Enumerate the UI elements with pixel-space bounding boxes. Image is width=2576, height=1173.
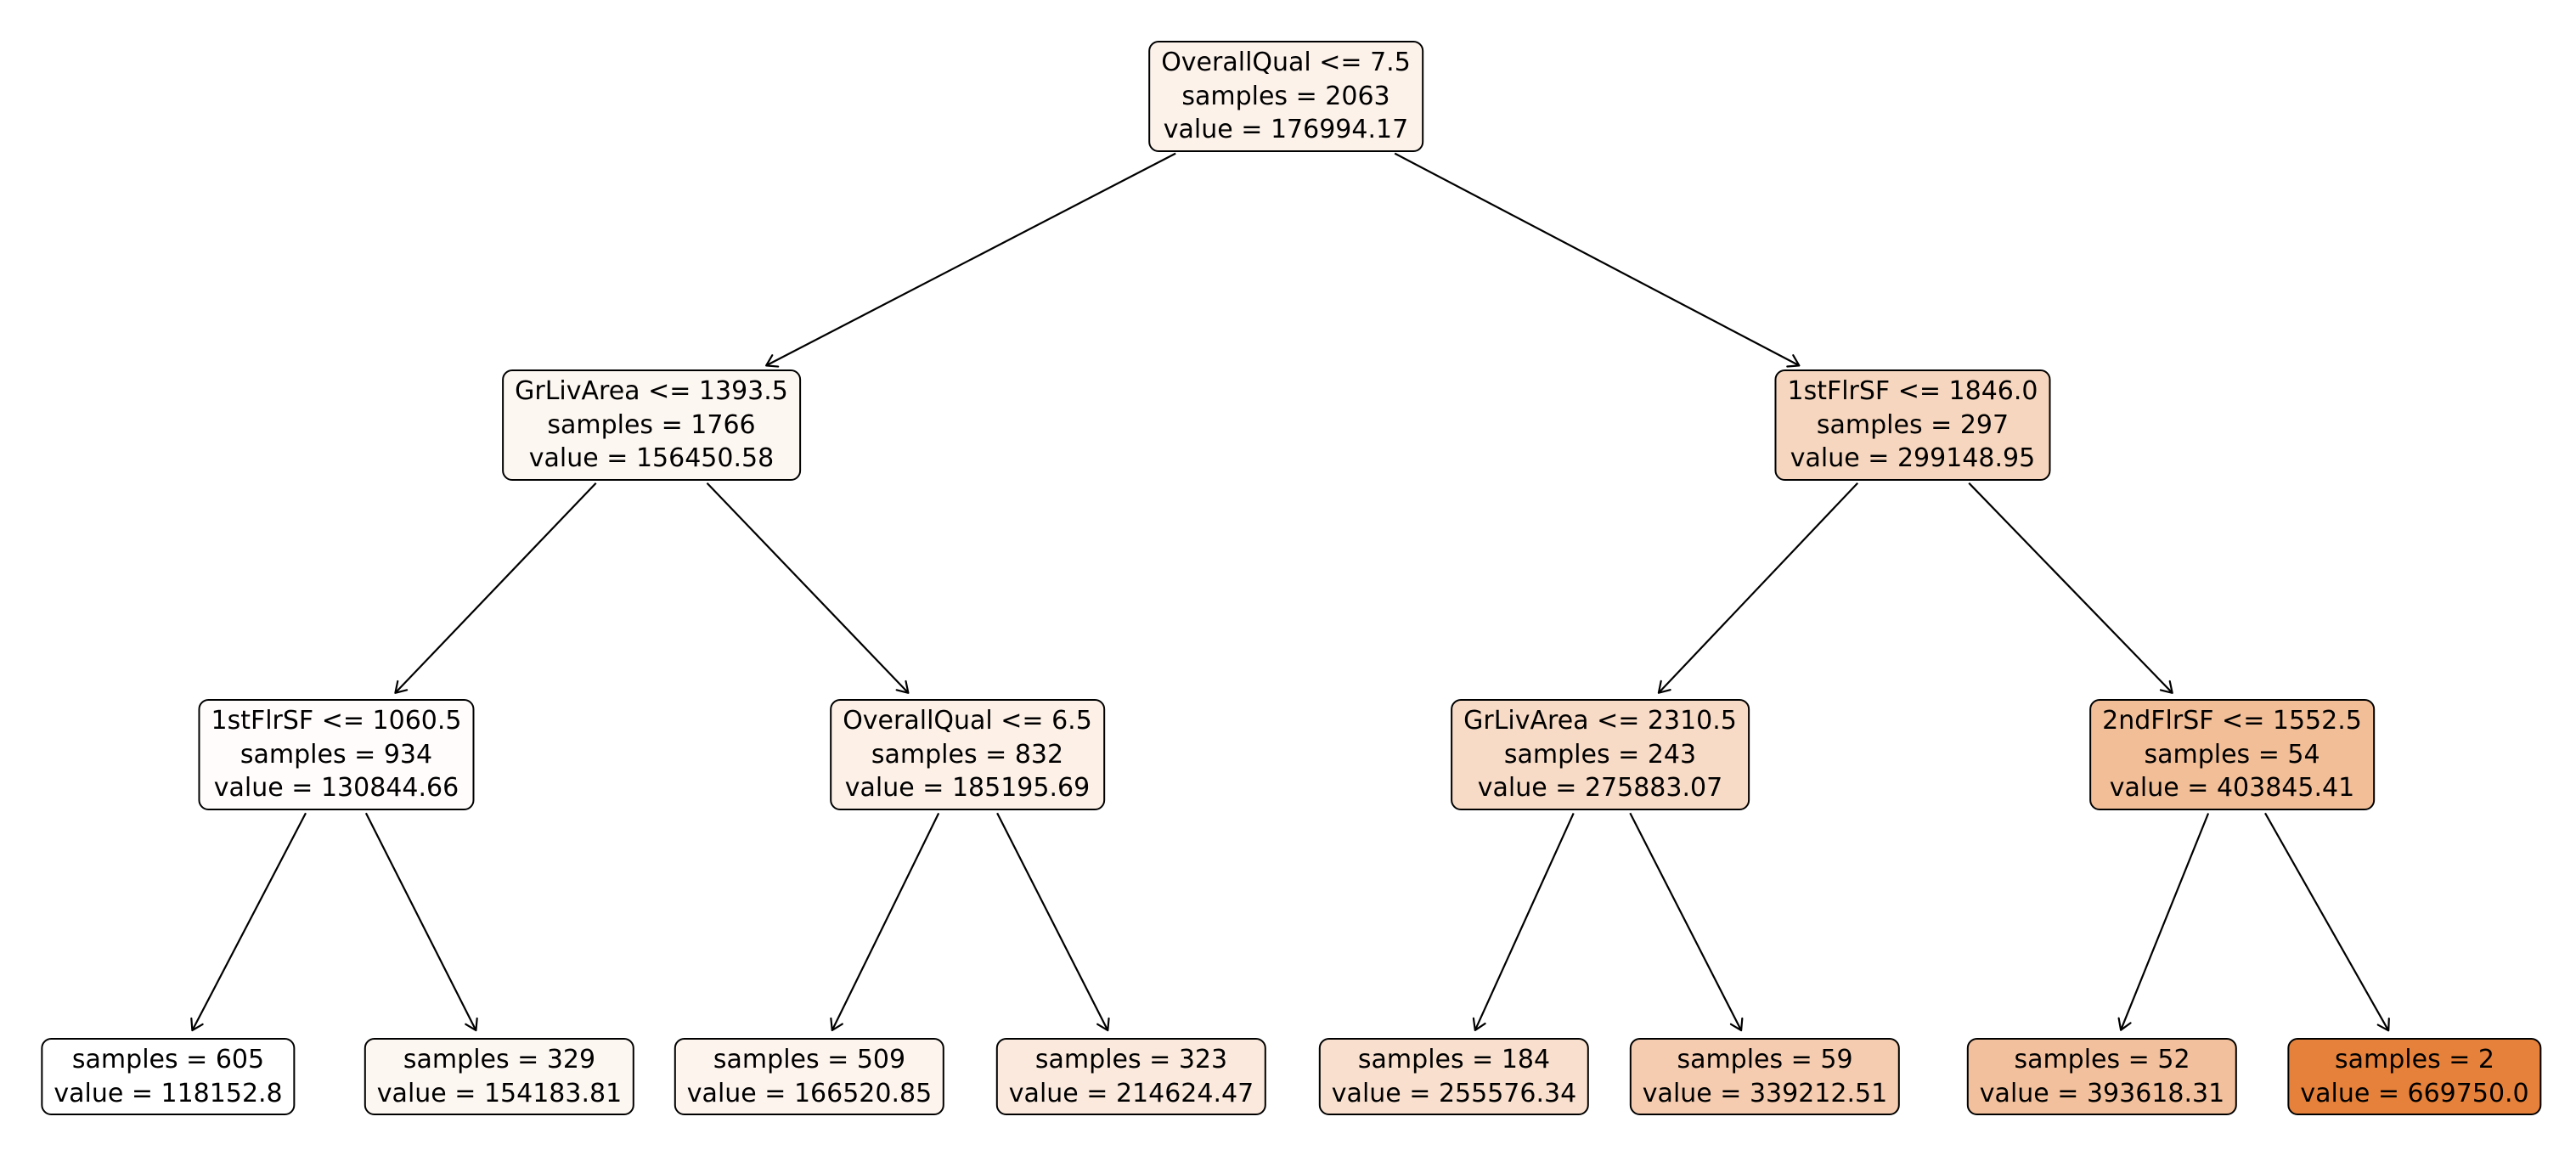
node-samples: samples = 329 [403,1045,596,1074]
leaf-node-n13: samples = 52 value = 393618.31 [1966,1038,2238,1116]
leaf-node-n9: samples = 509 value = 166520.85 [674,1038,945,1116]
node-samples: samples = 605 [71,1045,265,1074]
node-value: value = 154183.81 [376,1078,623,1108]
node-samples: samples = 243 [1503,739,1697,770]
tree-edge-n0-n2 [1394,152,1801,368]
node-samples: samples = 52 [2014,1045,2190,1074]
node-samples: samples = 832 [871,739,1064,770]
node-samples: samples = 2 [2334,1045,2494,1074]
tree-edge-n5-n11 [1472,812,1575,1032]
node-condition: OverallQual <= 7.5 [1161,48,1411,77]
node-value: value = 118152.8 [54,1078,283,1108]
tree-edge-n0-n1 [764,152,1176,368]
leaf-node-n14: samples = 2 value = 669750.0 [2287,1038,2542,1116]
node-samples: samples = 184 [1357,1045,1551,1074]
tree-edge-n6-n14 [2264,812,2390,1032]
node-value: value = 299148.95 [1790,443,2036,474]
node-condition: 1stFlrSF <= 1846.0 [1787,376,2038,406]
node-samples: samples = 1766 [547,409,756,440]
node-value: value = 166520.85 [686,1078,933,1108]
tree-edge-n4-n9 [830,812,940,1032]
tree-edge-n2-n6 [1968,482,2173,694]
leaf-node-n7: samples = 605 value = 118152.8 [41,1038,296,1116]
node-value: value = 255576.34 [1331,1078,1577,1108]
node-samples: samples = 509 [713,1045,906,1074]
node-samples: samples = 2063 [1181,81,1390,111]
node-value: value = 393618.31 [1979,1078,2225,1108]
node-value: value = 214624.47 [1008,1078,1254,1108]
tree-edge-n6-n13 [2117,813,2210,1031]
node-samples: samples = 54 [2144,739,2320,770]
node-value: value = 339212.51 [1642,1078,1888,1108]
node-value: value = 275883.07 [1477,773,1723,804]
leaf-node-n11: samples = 184 value = 255576.34 [1318,1038,1590,1116]
tree-edge-n3-n7 [190,812,307,1032]
node-value: value = 669750.0 [2300,1078,2529,1108]
node-samples: samples = 297 [1816,409,2010,440]
node-value: value = 156450.58 [528,443,775,474]
tree-edge-n3-n8 [364,812,478,1032]
node-samples: samples = 323 [1034,1045,1228,1074]
node-condition: GrLivArea <= 1393.5 [515,376,788,406]
node-samples: samples = 934 [240,739,433,770]
node-samples: samples = 59 [1677,1045,1853,1074]
leaf-node-n8: samples = 329 value = 154183.81 [364,1038,635,1116]
node-value: value = 176994.17 [1163,115,1409,145]
tree-edge-n1-n3 [394,482,597,694]
node-condition: 2ndFlrSF <= 1552.5 [2102,706,2362,736]
node-condition: GrLivArea <= 2310.5 [1463,706,1737,736]
tree-edge-n2-n5 [1657,482,1858,694]
decision-node-n0: OverallQual <= 7.5 samples = 2063 value = … [1148,41,1423,152]
tree-edge-n1-n4 [706,482,910,694]
tree-edge-n4-n10 [996,812,1110,1032]
leaf-node-n10: samples = 323 value = 214624.47 [995,1038,1267,1116]
node-condition: OverallQual <= 6.5 [843,706,1092,736]
node-condition: 1stFlrSF <= 1060.5 [211,706,462,736]
leaf-node-n12: samples = 59 value = 339212.51 [1629,1038,1901,1116]
node-value: value = 130844.66 [213,773,459,804]
tree-edge-n5-n12 [1629,812,1744,1032]
node-value: value = 403845.41 [2109,773,2355,804]
node-value: value = 185195.69 [844,773,1091,804]
